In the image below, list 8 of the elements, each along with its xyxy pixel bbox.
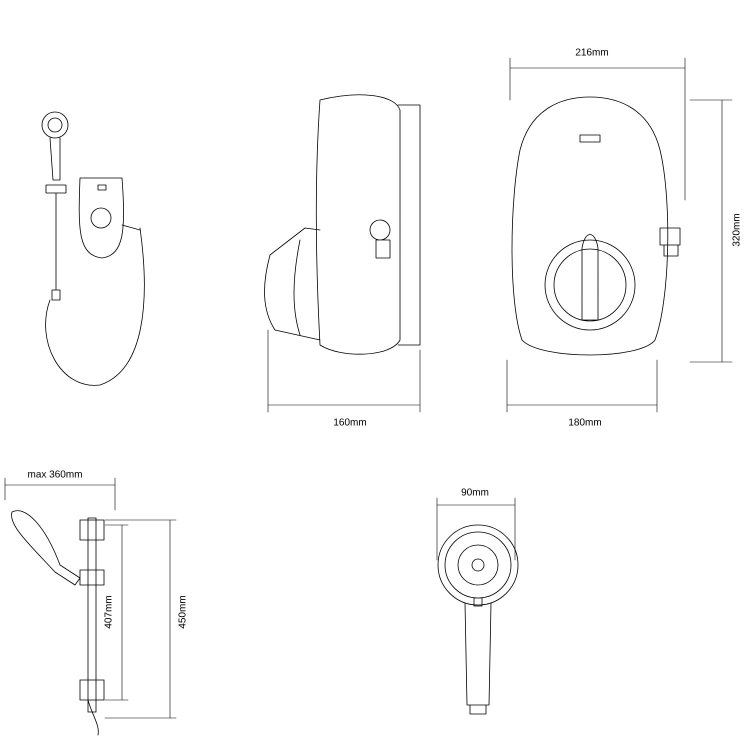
dimension-label: 180mm bbox=[569, 418, 602, 426]
dimension-label: 90mm bbox=[462, 488, 488, 496]
dimension-label: 320mm bbox=[732, 214, 740, 246]
dimension-label: 216mm bbox=[576, 48, 608, 56]
dimension-label: 160mm bbox=[334, 418, 366, 426]
dimension-label: 407mm bbox=[104, 596, 112, 628]
dimension-label: max 360mm bbox=[28, 470, 82, 478]
dimension-label: 450mm bbox=[178, 596, 186, 628]
